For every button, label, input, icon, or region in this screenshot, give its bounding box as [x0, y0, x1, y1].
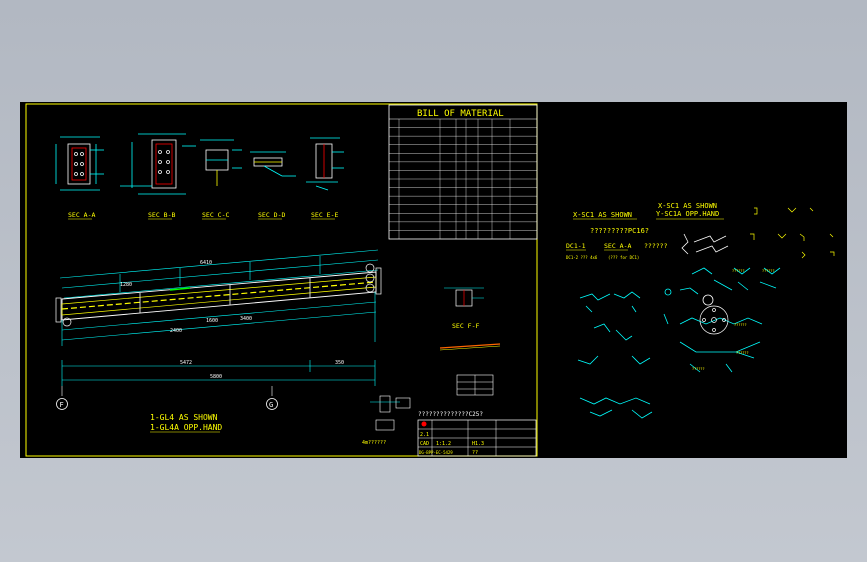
sheet-left-border: [25, 103, 538, 457]
cad-drawing-canvas[interactable]: SEC A-A SEC B-B SEC C-C SEC D-D SEC E-E …: [20, 102, 847, 458]
cad-drawing: SEC A-A SEC B-B SEC C-C SEC D-D SEC E-E …: [25, 103, 835, 457]
label-sec-b: SEC B-B: [148, 211, 175, 219]
svg-text:??????: ??????: [692, 367, 705, 371]
svg-text:??????: ??????: [762, 269, 775, 273]
dim-span-left: 5472: [180, 360, 192, 366]
grid-bubble-g: [266, 398, 278, 410]
beam-elevation: 6410 1280 1600 2400 3400 5472 350 5800 F: [55, 249, 382, 433]
dimension-labels: 6410 1280 1600 2400 3400 5472 350 5800: [120, 260, 344, 380]
label-sec-f: SEC F-F: [452, 322, 479, 330]
sheet-right: X-SC1 AS SHOWN X-SC1 AS SHOWN Y-SC1A OPP…: [566, 202, 835, 419]
bom-table: [389, 119, 537, 239]
dim-overall: 5800: [210, 374, 222, 380]
right-label-dc: DC1-1: [566, 242, 586, 250]
dim-d2: 1600: [206, 318, 218, 324]
sec-b-detail: [120, 133, 196, 195]
member-title: 1-GL4 AS SHOWN 1-GL4A OPP.HAND: [150, 413, 222, 433]
dim-top: 6410: [200, 260, 212, 266]
right-subnote: DC1-2 ??? 4x6: [566, 255, 598, 260]
label-sec-a: SEC A-A: [68, 211, 95, 219]
grid-label-g: G: [269, 401, 273, 409]
label-sec-d: SEC D-D: [258, 211, 285, 219]
bottom-dimensions: [61, 292, 377, 386]
grid-bubbles: F G: [56, 386, 278, 410]
right-title-1: X-SC1 AS SHOWN: [573, 211, 632, 219]
right-title-2b: Y-SC1A OPP.HAND: [656, 210, 719, 218]
right-subnote2: (??? for DC1): [608, 255, 639, 260]
label-sec-c: SEC C-C: [202, 211, 229, 219]
tb-r3: DG-BPP-EC-5429: [419, 450, 453, 455]
tb-r2: CAD: [420, 441, 429, 447]
tb-r1: 2.1: [420, 432, 429, 438]
dim-d1: 1280: [120, 282, 132, 288]
member-title-line2: 1-GL4A OPP.HAND: [150, 423, 222, 432]
circle-detail: [699, 305, 729, 335]
plate-detail: 4m??????: [362, 395, 411, 446]
grid-label-f: F: [60, 401, 64, 409]
break-symbols: [681, 233, 729, 255]
sec-e-detail: [306, 137, 344, 191]
right-label-sec: SEC A-A: [604, 242, 631, 250]
tb-c2: H1.3: [472, 441, 484, 447]
bom-title: BILL OF MATERIAL: [417, 109, 504, 119]
section-labels: SEC A-A SEC B-B SEC C-C SEC D-D SEC E-E: [68, 211, 338, 220]
dim-span-right: 350: [335, 360, 344, 366]
svg-text:??????: ??????: [734, 323, 747, 327]
right-note: ?????????PC16?: [590, 227, 649, 235]
small-label: 4m??????: [362, 440, 386, 446]
label-sec-e: SEC E-E: [311, 211, 338, 219]
note-f: ??????????????C25?: [418, 411, 483, 418]
member-title-line1: 1-GL4 AS SHOWN: [150, 413, 218, 422]
title-block: ??????????????C25? 2.1 CAD DG-BPP-EC-542…: [417, 411, 537, 457]
svg-text:??????: ??????: [736, 351, 749, 355]
top-dimensions: [59, 249, 379, 299]
right-detail-marks: [750, 207, 835, 259]
grid-bubble-f: [56, 398, 68, 410]
dim-d4: 3400: [240, 316, 252, 322]
sec-a-detail: [55, 136, 104, 191]
sec-d-detail: [250, 151, 296, 177]
svg-text:??????: ??????: [732, 269, 745, 273]
sec-c-detail: [200, 139, 242, 186]
sec-f-detail: SEC F-F: [439, 287, 501, 396]
tb-c1: 1:1.2: [436, 441, 451, 447]
tb-c3: ??: [472, 450, 478, 456]
right-label-q: ??????: [644, 242, 668, 250]
connection-details: [577, 267, 781, 419]
bill-of-material: BILL OF MATERIAL: [388, 104, 538, 240]
dim-d3: 2400: [170, 328, 182, 334]
right-title-2a: X-SC1 AS SHOWN: [658, 202, 717, 210]
section-details: [55, 133, 344, 195]
